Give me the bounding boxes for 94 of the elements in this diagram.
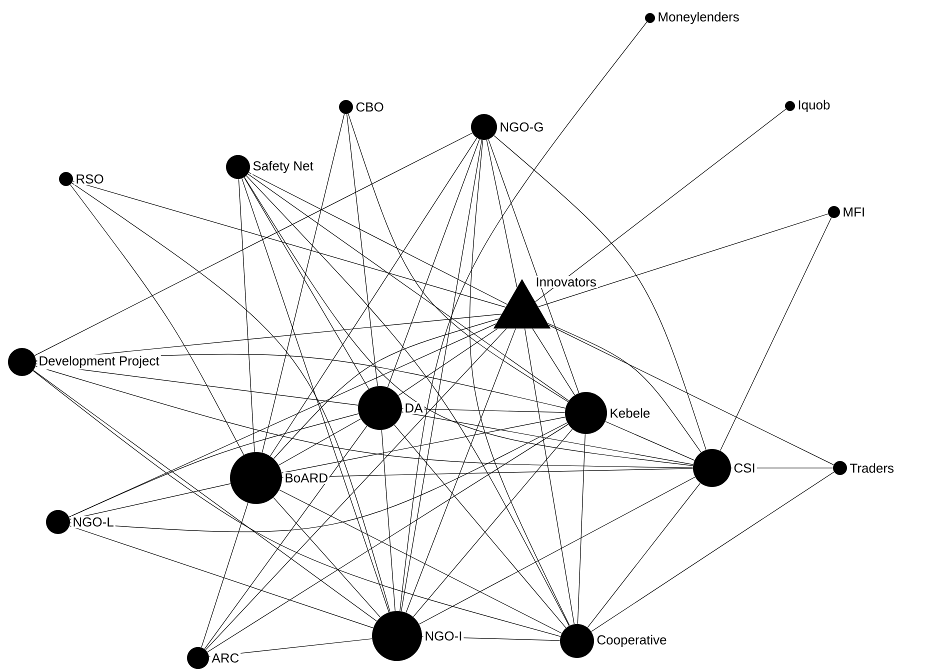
node-label: Development Project	[37, 354, 161, 370]
node-label: CBO	[354, 100, 386, 114]
network-dot	[471, 114, 497, 140]
connector-line	[270, 138, 478, 456]
connector-line	[538, 214, 828, 308]
connector-line	[400, 140, 482, 612]
connector-line	[244, 177, 370, 390]
connector-line	[33, 370, 377, 622]
connector-line	[394, 424, 566, 628]
connector-line	[548, 324, 834, 466]
connector-line	[494, 135, 706, 450]
connector-line	[281, 416, 566, 474]
connector-line	[70, 483, 231, 520]
network-dot	[372, 611, 422, 661]
connector-line	[402, 408, 566, 413]
connector-line	[273, 497, 381, 618]
network-dot	[785, 101, 795, 111]
connector-line	[207, 424, 568, 652]
network-dot	[565, 392, 607, 434]
connector-line	[242, 178, 390, 612]
node-label: Moneylenders	[656, 10, 741, 26]
connector-line	[204, 426, 368, 650]
node-label: DA	[403, 402, 424, 414]
node-label: NGO-I	[423, 630, 464, 642]
network-dot	[46, 510, 70, 534]
connector-line	[532, 328, 575, 396]
network-dot	[645, 13, 655, 23]
connector-line	[524, 328, 574, 624]
connector-line	[387, 139, 480, 388]
connector-line	[577, 434, 586, 624]
connector-line	[262, 114, 345, 453]
node-label: Iquob	[796, 98, 832, 114]
connector-line	[69, 526, 374, 628]
connector-line	[205, 328, 507, 650]
connector-line	[70, 422, 568, 532]
connector-line	[418, 476, 696, 624]
node-label: Cooperative	[595, 633, 668, 649]
connector-line	[398, 328, 498, 396]
connector-line	[278, 418, 361, 466]
connector-line	[548, 323, 702, 453]
connector-line	[70, 184, 244, 456]
connector-line	[35, 366, 694, 468]
connector-line	[238, 178, 255, 452]
connector-line	[591, 472, 834, 632]
connector-line	[348, 114, 568, 402]
connector-line	[248, 172, 508, 305]
connector-line	[282, 468, 694, 478]
connector-line	[34, 132, 473, 356]
connector-line	[402, 412, 694, 465]
network-dot	[833, 461, 847, 475]
network-dot	[828, 206, 840, 218]
node-label: RSO	[76, 174, 104, 184]
connector-line	[248, 174, 569, 402]
connector-line	[605, 421, 695, 461]
connector-line	[486, 140, 518, 288]
network-dot	[358, 386, 402, 430]
network-dot	[8, 348, 36, 376]
connector-line	[587, 482, 700, 628]
connector-line	[346, 114, 378, 386]
node-label: Innovators	[534, 276, 598, 288]
connector-line	[720, 217, 832, 451]
connector-line	[68, 413, 359, 518]
connector-line	[279, 490, 562, 634]
node-label: MFI	[841, 206, 867, 218]
network-dot	[187, 647, 209, 669]
network-dot	[59, 172, 73, 186]
node-label: RSO	[74, 172, 106, 186]
connector-line	[201, 502, 248, 648]
connector-line	[273, 318, 500, 459]
connector-line	[535, 108, 786, 302]
network-dot	[230, 452, 282, 504]
connector-line	[381, 430, 396, 612]
node-label: Safety Net	[251, 159, 315, 175]
connector-line	[32, 370, 561, 637]
network-dot	[560, 624, 594, 658]
connector-line	[246, 176, 570, 626]
connector-line	[488, 139, 580, 394]
network-dot	[226, 155, 250, 179]
node-label: NGO-G	[498, 120, 546, 134]
node-label: BoARD	[283, 472, 330, 484]
node-label: NGO-L	[71, 516, 116, 528]
connector-line	[406, 328, 516, 613]
network-dot	[339, 100, 353, 114]
connector-line	[470, 140, 570, 626]
network-dot	[693, 449, 731, 487]
connector-line	[72, 180, 506, 308]
connector-line	[244, 177, 694, 466]
node-label: Kebele	[608, 406, 652, 420]
connector-line	[72, 182, 390, 612]
node-label: CSI	[732, 462, 757, 474]
node-label: ARC	[210, 652, 241, 664]
connector-line	[400, 22, 648, 612]
node-label: Traders	[848, 462, 896, 474]
connector-line	[413, 428, 573, 618]
